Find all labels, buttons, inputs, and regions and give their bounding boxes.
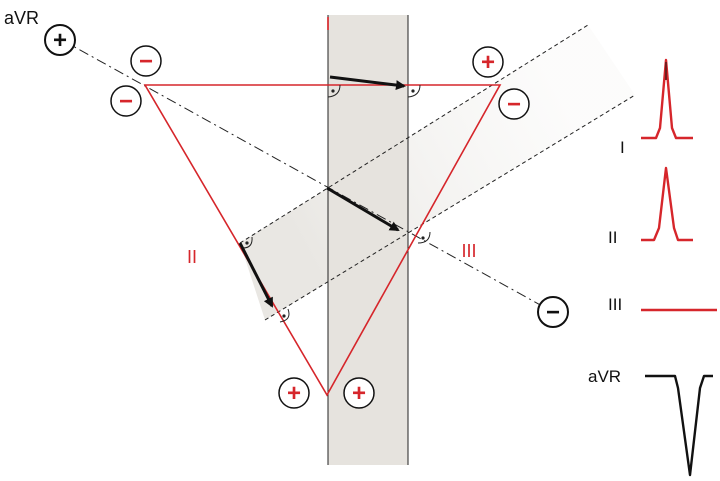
perpendicular-dashed-upper <box>239 24 589 244</box>
waveform-lead-ii: II <box>608 166 693 247</box>
lead-ii-plus-pole: + <box>278 377 310 409</box>
lead-iii-minus-pole: − <box>498 88 530 120</box>
lead-iii-plus-pole: + <box>343 377 375 409</box>
waveform-label-iii: III <box>608 295 622 314</box>
waveform-lead-i: I <box>620 58 693 157</box>
lead-ii-plus-symbol: + <box>287 380 301 407</box>
diagonal-projection-band <box>240 25 635 320</box>
lead-i-minus-pole: − <box>130 45 162 77</box>
lead-ii-minus-symbol: − <box>119 88 133 115</box>
waveform-lead-iii: III <box>608 295 717 314</box>
heart-vector <box>326 186 400 232</box>
lead-i-minus-symbol: − <box>139 48 153 75</box>
lead-i-plus-symbol: + <box>481 49 495 76</box>
avr-label: aVR <box>4 8 39 28</box>
lead-ii-minus-pole: − <box>110 85 142 117</box>
avr-minus-pole: − <box>537 296 569 328</box>
avr-plus-symbol: + <box>53 27 67 54</box>
waveform-label-i: I <box>620 138 625 157</box>
avr-plus-pole: + <box>44 24 76 56</box>
einthoven-triangle <box>143 84 502 397</box>
perpendicular-dashed-lower <box>264 94 636 321</box>
right-angle-marks <box>242 84 431 323</box>
avr-axis-line <box>61 39 554 313</box>
projection-vector-lead-ii <box>238 242 274 308</box>
lead-ii-label: II <box>187 247 197 267</box>
projection-vector-lead-i <box>329 75 406 90</box>
lead-iii-minus-symbol: − <box>507 91 521 118</box>
waveform-label-avr: aVR <box>588 367 621 386</box>
avr-minus-symbol: − <box>546 299 560 326</box>
lead-iii-label: III <box>461 241 476 261</box>
waveform-label-ii: II <box>608 228 617 247</box>
lead-i-label: I <box>325 14 330 34</box>
lead-i-plus-pole: + <box>472 46 504 78</box>
lead-iii-plus-symbol: + <box>352 380 366 407</box>
waveform-avr: aVR <box>588 367 713 477</box>
